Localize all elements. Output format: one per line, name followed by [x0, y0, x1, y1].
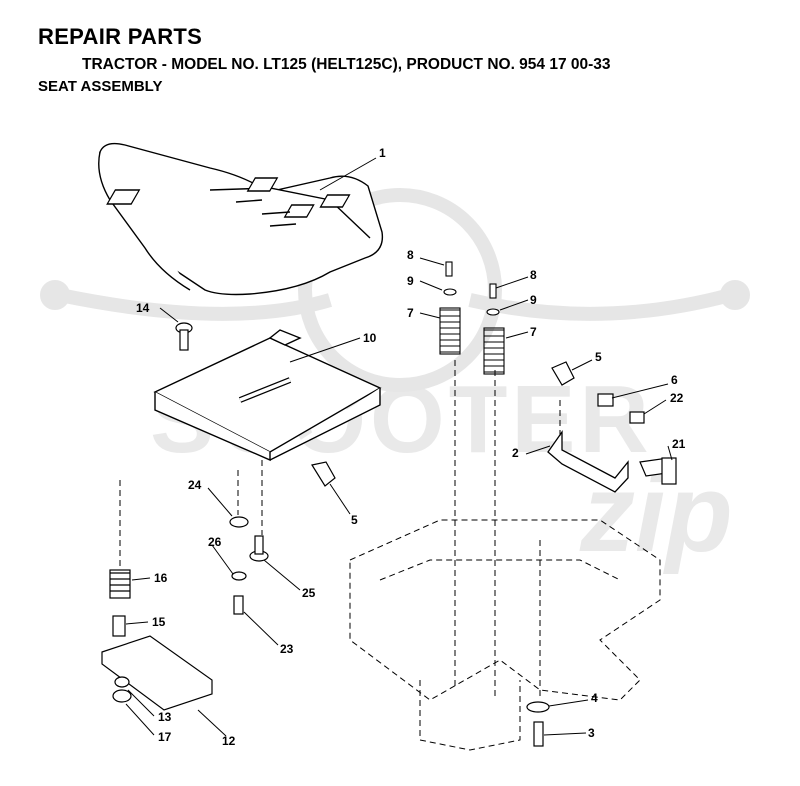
hardware-lower-left	[101, 516, 269, 711]
callout-24: 24	[188, 478, 202, 492]
callout-14: 14	[136, 301, 150, 315]
carriage-bolt	[175, 322, 193, 351]
callout-10: 10	[363, 331, 377, 345]
callout-26: 26	[208, 535, 222, 549]
leader-lines	[125, 157, 673, 737]
spring-stack-left	[439, 261, 461, 355]
callout-21: 21	[672, 437, 686, 451]
callout-4: 4	[591, 691, 598, 705]
callout-8-left: 8	[407, 248, 414, 262]
callout-3: 3	[588, 726, 595, 740]
callout-9-left: 9	[407, 274, 414, 288]
callout-15: 15	[152, 615, 166, 629]
callout-12: 12	[222, 734, 236, 748]
section-title: SEAT ASSEMBLY	[38, 78, 163, 95]
callout-2: 2	[512, 446, 519, 460]
callout-23: 23	[280, 642, 294, 656]
callout-9-right: 9	[530, 293, 537, 307]
seat	[98, 142, 384, 296]
callout-8-right: 8	[530, 268, 537, 282]
tractor-frame	[119, 360, 661, 751]
callout-6: 6	[671, 373, 678, 387]
callout-7-left: 7	[407, 306, 414, 320]
page-title: REPAIR PARTS	[38, 24, 203, 49]
callout-1: 1	[379, 146, 386, 160]
model-subtitle: TRACTOR - MODEL NO. LT125 (HELT125C), PR…	[82, 56, 611, 73]
callout-13: 13	[158, 710, 172, 724]
seat-bracket	[547, 429, 629, 493]
callout-17: 17	[158, 730, 172, 744]
hardware-right	[551, 361, 677, 485]
spring-stack-right	[483, 283, 505, 375]
callout-22: 22	[670, 391, 684, 405]
seat-pan	[153, 329, 382, 462]
callout-25: 25	[302, 586, 316, 600]
callout-7-right: 7	[530, 325, 537, 339]
callout-16: 16	[154, 571, 168, 585]
callout-5-right: 5	[595, 350, 602, 364]
callout-5-left: 5	[351, 513, 358, 527]
hardware-lower-right	[526, 701, 550, 747]
seat-clip	[311, 461, 336, 487]
